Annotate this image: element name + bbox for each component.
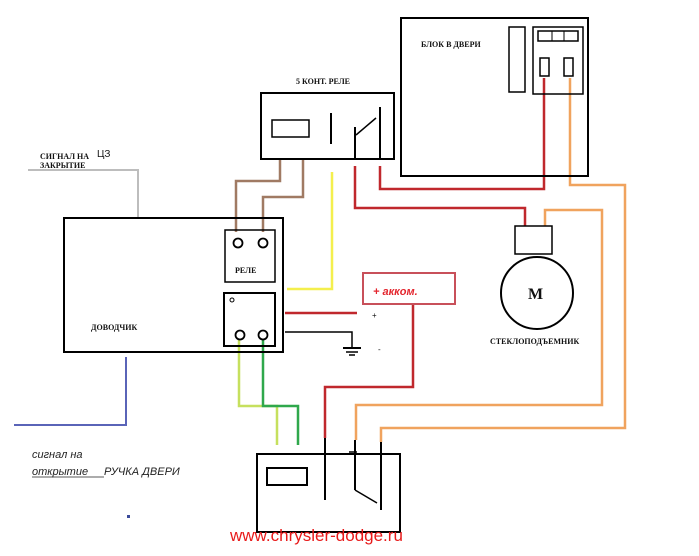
wire-green: [261, 338, 300, 445]
door-block: БЛОК В ДВЕРИ: [400, 17, 589, 177]
wire-blue-signal-open: [14, 357, 127, 426]
closer-output-module: [223, 292, 276, 347]
signal-open-text-1: сигнал на: [32, 449, 83, 461]
stray-dot: [127, 515, 130, 518]
door-handle-switch: [256, 438, 401, 533]
battery-plus-label: + акком.: [373, 286, 418, 298]
door-block-label: БЛОК В ДВЕРИ: [421, 40, 481, 49]
window-lifter-motor: M СТЕКЛОПОДЪЕМНИК: [490, 225, 579, 346]
motor-letter: M: [528, 286, 543, 303]
minus-sign: -: [378, 345, 381, 354]
window-lifter-label: СТЕКЛОПОДЪЕМНИК: [490, 337, 579, 346]
door-closer-unit: ДОВОДЧИК РЕЛЕ: [63, 217, 284, 353]
signal-close-label: СИГНАЛ НА ЦЗ ЗАКРЫТИЕ: [40, 149, 110, 170]
wire-light-green: [237, 338, 279, 445]
door-handle-label: РУЧКА ДВЕРИ: [104, 466, 180, 478]
battery-plus-box: + акком.: [362, 272, 456, 305]
wire-yellow: [287, 172, 334, 291]
signal-open-text-2: открытие: [32, 466, 88, 478]
wire-red-battery-switch: [323, 304, 415, 438]
wire-red-block: [378, 78, 546, 191]
closer-label: ДОВОДЧИК: [91, 323, 137, 332]
relay5-label: 5 КОНТ. РЕЛЕ: [296, 77, 350, 86]
wire-red-motor: [353, 166, 527, 226]
wire-orange-block: [379, 78, 627, 442]
small-relay-label: РЕЛЕ: [235, 266, 256, 275]
signal-close-text-2: ЗАКРЫТИЕ: [40, 161, 85, 170]
ground-icon: [343, 347, 361, 356]
wire-orange-motor: [354, 208, 604, 440]
watermark: www.chrysler-dodge.ru: [229, 526, 403, 545]
signal-close-text-1: СИГНАЛ НА: [40, 152, 89, 161]
small-relay: РЕЛЕ: [224, 229, 276, 283]
wire-brown-2: [261, 159, 305, 232]
wire-ground: [285, 331, 353, 348]
signal-close-suffix: ЦЗ: [97, 149, 110, 160]
relay-5-contact: 5 КОНТ. РЕЛЕ: [260, 77, 395, 160]
plus-sign: +: [372, 311, 377, 320]
signal-open-label: сигнал на открытие РУЧКА ДВЕРИ: [32, 449, 180, 478]
wire-brown-1: [234, 159, 282, 232]
wire-gray-signal-close: [28, 169, 139, 218]
